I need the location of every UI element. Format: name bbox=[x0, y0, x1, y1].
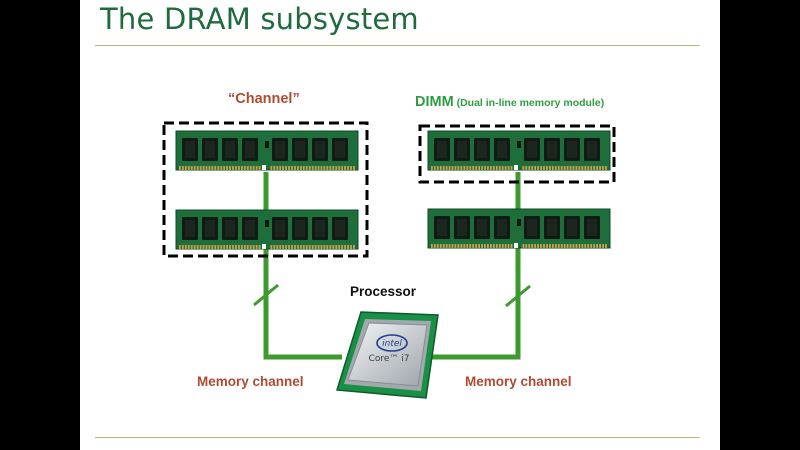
channel-box bbox=[162, 121, 369, 258]
dimm-module bbox=[427, 208, 611, 249]
dimm-module bbox=[175, 130, 359, 171]
dimm-module bbox=[175, 209, 359, 250]
intel-logo-icon bbox=[376, 334, 408, 352]
cpu-brand: intel bbox=[382, 339, 402, 349]
processor-chip: intel Core™ i7 bbox=[336, 311, 439, 399]
processor-label: Processor bbox=[350, 284, 417, 299]
bus-width-slash-right bbox=[505, 284, 531, 308]
bus-width-slash-left bbox=[253, 283, 279, 307]
bus-wires bbox=[253, 172, 531, 360]
channel-label: “Channel” bbox=[228, 91, 300, 107]
dimm-label: DIMM (Dual in-line memory module) bbox=[415, 94, 604, 110]
dimm-label-main: DIMM bbox=[415, 94, 454, 110]
memory-bus-right bbox=[432, 248, 521, 360]
memory-channel-label-right: Memory channel bbox=[465, 374, 572, 389]
slide: The DRAM subsystem bbox=[80, 0, 720, 450]
footer-divider bbox=[95, 437, 700, 438]
title-divider bbox=[95, 45, 700, 46]
memory-bus-left bbox=[263, 248, 342, 360]
dram-diagram: intel Core™ i7 bbox=[162, 121, 616, 399]
slide-title: The DRAM subsystem bbox=[100, 2, 419, 36]
dimm-label-sub: (Dual in-line memory module) bbox=[453, 97, 605, 109]
dimm-box bbox=[418, 124, 616, 184]
memory-channel-label-left: Memory channel bbox=[197, 374, 304, 389]
dimm-module bbox=[427, 130, 611, 171]
cpu-model: Core™ i7 bbox=[369, 354, 410, 364]
